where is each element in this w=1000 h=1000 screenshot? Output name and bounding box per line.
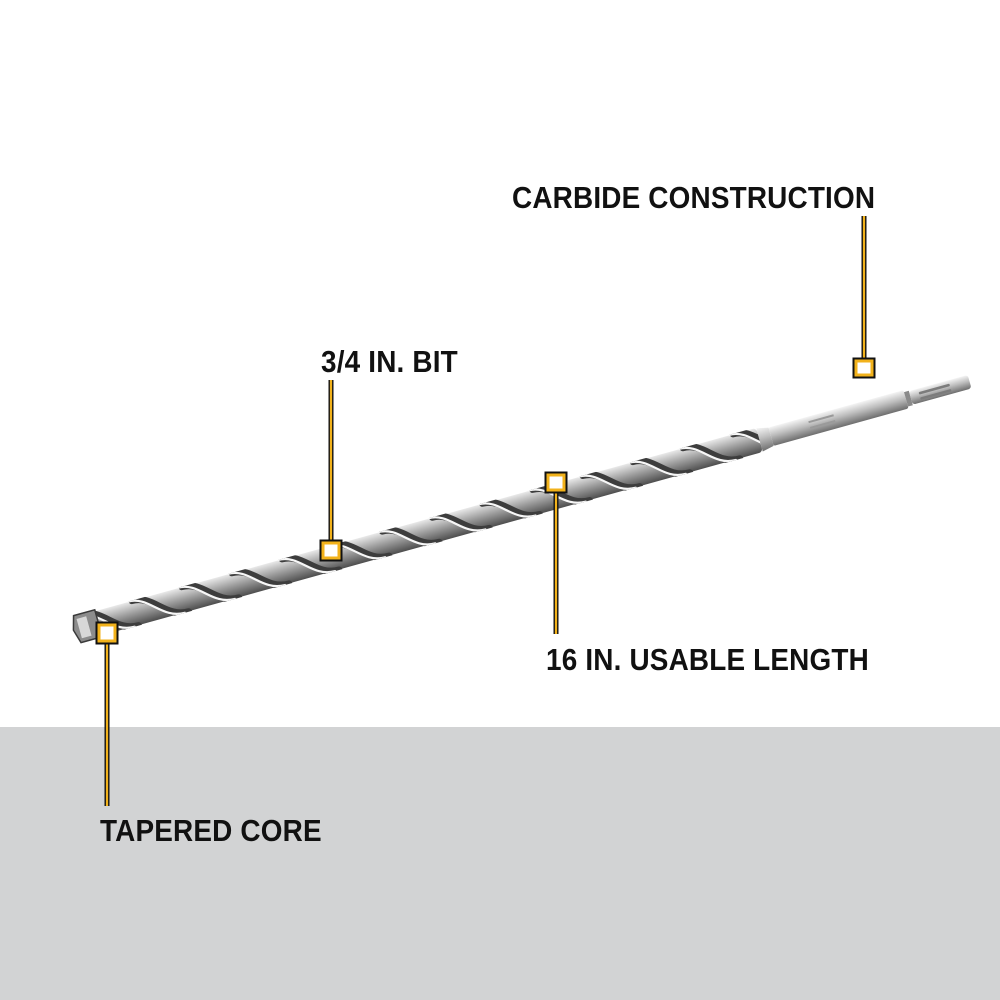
callout-markers [95, 357, 876, 645]
bit-collar [756, 427, 774, 452]
callout-leaders [104, 216, 867, 806]
marker-core [97, 623, 117, 643]
marker-length [546, 473, 566, 492]
callout-carbide-construction: CARBIDE CONSTRUCTION [512, 180, 876, 215]
floor-band [0, 727, 1000, 1000]
marker-bit [321, 541, 341, 560]
callout-usable-length: 16 IN. USABLE LENGTH [546, 642, 869, 677]
bit-body [82, 428, 762, 639]
bit-shank [769, 390, 909, 446]
callout-tapered-core: TAPERED CORE [100, 813, 322, 848]
drill-bit [72, 375, 971, 644]
callout-bit-size: 3/4 IN. BIT [321, 344, 458, 379]
marker-carbide [854, 359, 874, 377]
